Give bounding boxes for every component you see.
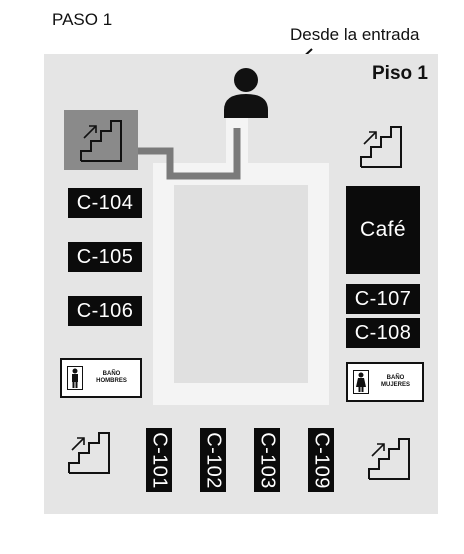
room-c106[interactable]: C-106 xyxy=(68,296,142,326)
room-c103[interactable]: C-103 xyxy=(254,428,280,492)
restroom-women-label: BAÑO MUJERES xyxy=(380,375,410,388)
room-c109[interactable]: C-109 xyxy=(308,428,334,492)
room-c102[interactable]: C-102 xyxy=(200,428,226,492)
floor-label: Piso 1 xyxy=(372,63,428,84)
stairs-icon xyxy=(368,438,410,480)
man-icon xyxy=(67,366,83,390)
stairs-icon xyxy=(68,432,110,474)
room-c105[interactable]: C-105 xyxy=(68,242,142,272)
stairs-icon xyxy=(80,120,122,162)
courtyard xyxy=(174,185,308,383)
restroom-women[interactable]: BAÑO MUJERES xyxy=(346,362,424,402)
room-c108[interactable]: C-108 xyxy=(346,318,420,348)
room-c101[interactable]: C-101 xyxy=(146,428,172,492)
woman-icon xyxy=(353,370,369,394)
person-icon xyxy=(224,68,268,118)
entry-label: Desde la entrada xyxy=(290,25,420,44)
room-c104[interactable]: C-104 xyxy=(68,188,142,218)
restroom-men[interactable]: BAÑO HOMBRES xyxy=(60,358,142,398)
step-title: PASO 1 xyxy=(52,10,113,29)
restroom-men-label: BAÑO HOMBRES xyxy=(96,371,127,384)
highlighted-stairs[interactable] xyxy=(64,110,138,170)
room-c107[interactable]: C-107 xyxy=(346,284,420,314)
stairs-icon xyxy=(360,126,402,168)
room-cafe[interactable]: Café xyxy=(346,186,420,274)
